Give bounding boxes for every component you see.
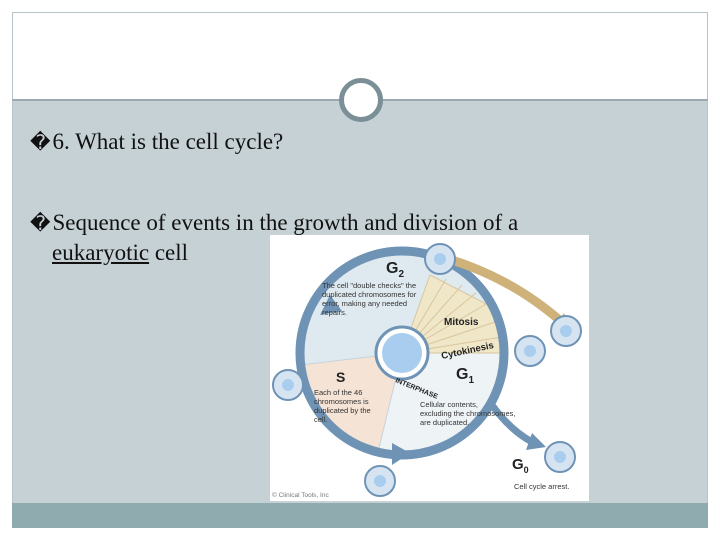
question-text: 6. What is the cell cycle? bbox=[53, 129, 284, 154]
s-label: S bbox=[336, 369, 345, 385]
answer-bullet-continued: eukaryotic cell bbox=[52, 239, 188, 267]
question-bullet: �6. What is the cell cycle? bbox=[30, 128, 283, 156]
cell-icon-g1 bbox=[515, 336, 545, 366]
answer-text-rest: cell bbox=[149, 240, 188, 265]
cell-icon-bottom bbox=[365, 466, 395, 496]
bullet-icon: � bbox=[30, 130, 51, 154]
divider-ring-ornament bbox=[339, 78, 383, 122]
cell-icon-s bbox=[273, 370, 303, 400]
nucleus bbox=[382, 333, 422, 373]
answer-underlined-word: eukaryotic bbox=[52, 240, 149, 265]
cell-cycle-diagram: G2 The cell "double checks" the duplicat… bbox=[270, 235, 589, 501]
footer-bar bbox=[12, 503, 708, 528]
mitosis-label: Mitosis bbox=[444, 317, 479, 328]
cell-icon-g2 bbox=[425, 244, 455, 274]
credit-text: © Clinical Tools, Inc bbox=[272, 491, 329, 499]
answer-text-line1: Sequence of events in the growth and div… bbox=[53, 210, 519, 235]
cell-cycle-svg: G2 The cell "double checks" the duplicat… bbox=[270, 235, 589, 501]
bullet-icon: � bbox=[30, 211, 51, 235]
answer-bullet: �Sequence of events in the growth and di… bbox=[30, 209, 690, 237]
cell-icon-g0 bbox=[545, 442, 575, 472]
cell-icon-mitosis bbox=[551, 316, 581, 346]
g0-label: G0 bbox=[512, 456, 529, 475]
g0-note: Cell cycle arrest. bbox=[514, 482, 569, 491]
